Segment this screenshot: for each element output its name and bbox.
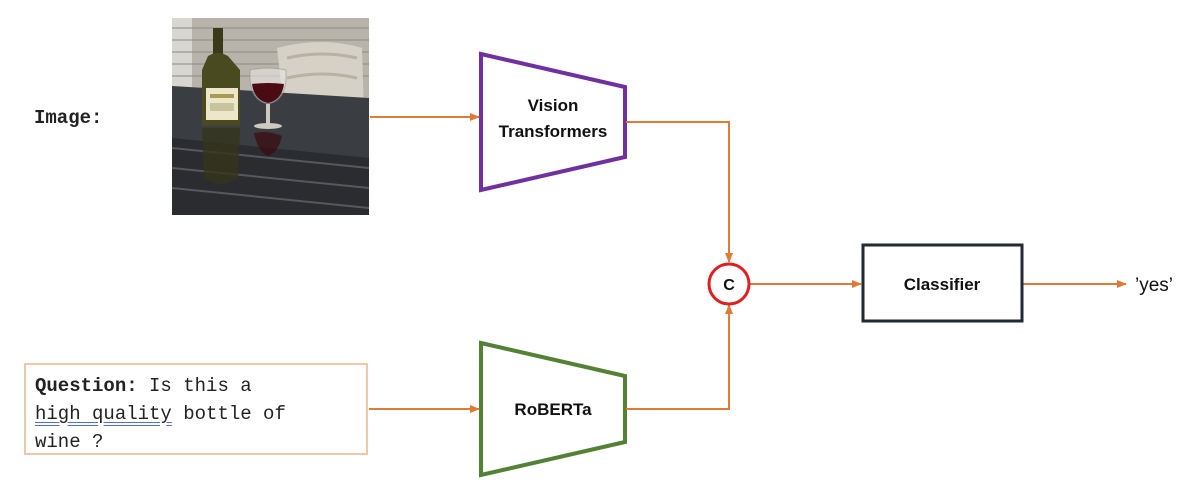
roberta-label: RoBERTa <box>514 400 592 419</box>
vision-transformers-block <box>479 51 627 193</box>
question-text-part3: wine ? <box>35 431 104 453</box>
question-highlighted-phrase: high quality <box>35 403 172 425</box>
question-text: Question: Is this a high quality bottle o… <box>35 372 365 456</box>
question-text-part1: Is this a <box>149 375 252 397</box>
image-input-label: Image: <box>34 107 103 129</box>
roberta-block <box>479 340 627 478</box>
arrow-roberta-to-concat <box>626 304 733 410</box>
concatenation-symbol: C <box>723 277 735 294</box>
classifier-block <box>861 243 1024 323</box>
classifier-label: Classifier <box>904 275 981 294</box>
arrow-vision-to-concat <box>626 121 733 263</box>
vision-transformers-label-line1: Vision <box>528 96 579 115</box>
output-answer: ’yes’ <box>1135 275 1173 296</box>
vision-transformers-label-line2: Transformers <box>499 122 608 141</box>
wine-bottle-and-glass-photo <box>172 18 369 215</box>
question-text-part2: bottle of <box>183 403 286 425</box>
question-prefix: Question: <box>35 375 138 397</box>
concatenation-node <box>707 262 751 306</box>
question-input-box: Question: Is this a high quality bottle o… <box>24 363 368 455</box>
